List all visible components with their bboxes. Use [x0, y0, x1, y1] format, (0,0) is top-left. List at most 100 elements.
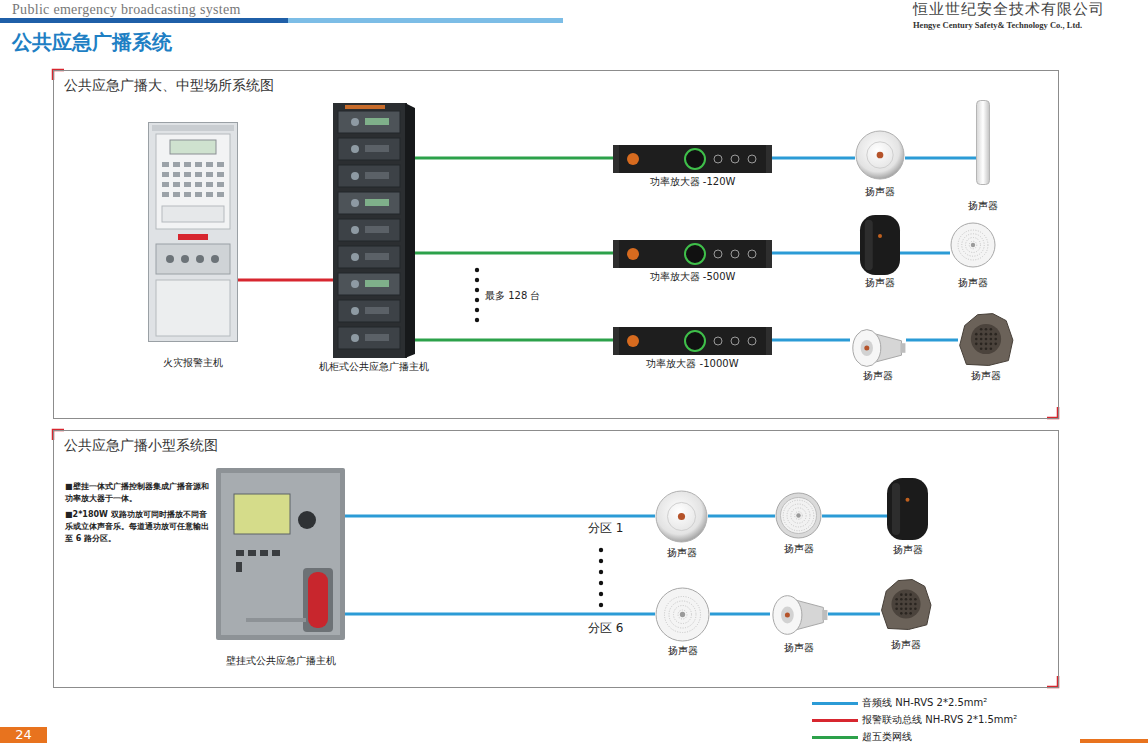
speaker-illustration: [887, 478, 928, 540]
illustration-part: [351, 307, 359, 315]
illustration-part: [162, 206, 224, 222]
dot: [599, 581, 603, 585]
illustration-part: [685, 149, 705, 169]
illustration-part: [405, 103, 415, 358]
illustration-part: [900, 603, 903, 606]
illustration-part: [234, 494, 290, 534]
wall-broadcast-host-illustration: [216, 468, 345, 640]
illustration-part: [909, 607, 912, 610]
illustration-part: [308, 572, 328, 628]
illustration-part: [914, 607, 917, 610]
illustration-part: [985, 328, 988, 331]
device-caption: 扬声器: [865, 277, 895, 289]
illustration-part: [195, 162, 202, 167]
illustration-part: [877, 152, 884, 159]
illustration-part: [656, 491, 707, 542]
illustration-part: [985, 347, 988, 350]
signal-cable: [772, 157, 855, 160]
illustration-part: [351, 280, 359, 288]
illustration-part: [260, 550, 268, 556]
legend-text: 报警联动总线 NH-RVS 2*1.5mm²: [862, 713, 1017, 727]
panel-heading: 公共应急广播小型系统图: [64, 437, 218, 455]
illustration-part: [865, 220, 873, 270]
illustration-part: [796, 513, 801, 518]
illustration-part: [365, 307, 389, 314]
illustration-part: [895, 603, 898, 606]
illustration-part: [351, 172, 359, 180]
illustration-part: [990, 333, 993, 336]
illustration-part: [272, 550, 280, 556]
illustration-part: [338, 327, 400, 349]
dot: [599, 603, 603, 607]
illustration-part: [905, 593, 908, 596]
dot: [475, 308, 479, 312]
illustration-part: [338, 273, 400, 295]
power-amplifier: 功率放大器 -1000W: [613, 327, 772, 355]
zone-label: 分区 6: [586, 621, 625, 635]
illustration-part: [173, 162, 180, 167]
feature-note: ■2*180W 双路功放可同时播放不同音乐或立体声音乐。每道通功放可任意输出至 …: [65, 509, 210, 545]
illustration-part: [766, 240, 772, 268]
dot: [475, 318, 479, 322]
count-note: 最多 128 台: [485, 289, 540, 303]
dot: [475, 278, 479, 282]
illustration-part: [791, 508, 806, 523]
illustration-part: [195, 192, 202, 197]
illustration-part: [958, 230, 988, 260]
device-caption: 扬声器: [971, 370, 1001, 382]
illustration-part: [781, 607, 794, 624]
illustration-part: [980, 347, 983, 350]
device-caption: 壁挂式公共应急广播主机: [226, 655, 336, 667]
illustration-part: [178, 234, 208, 240]
illustration-part: [994, 338, 997, 341]
speaker-illustration: [880, 578, 932, 630]
illustration-part: [248, 550, 256, 556]
illustration-part: [994, 343, 997, 346]
illustration-part: [960, 314, 1013, 366]
illustration-part: [184, 192, 191, 197]
illustration-part: [990, 343, 993, 346]
ellipsis-dots: [475, 268, 603, 607]
power-amplifier-illustration: [613, 240, 772, 268]
illustration-part: [236, 562, 242, 572]
illustration-part: [891, 589, 920, 618]
illustration-part: [173, 182, 180, 187]
illustration-part: [680, 612, 685, 617]
illustration-part: [365, 334, 389, 341]
illustration-part: [909, 598, 912, 601]
illustration-part: [900, 612, 903, 615]
device-caption: 功率放大器 -1000W: [646, 358, 738, 370]
illustration-part: [149, 123, 238, 342]
illustration-part: [184, 172, 191, 177]
legend-text: 音频线 NH-RVS 2*2.5mm²: [862, 696, 987, 710]
illustration-part: [166, 255, 174, 263]
illustration-part: [236, 550, 244, 556]
cabinet-broadcast-host: 机柜式公共应急广播主机: [333, 103, 415, 358]
device-caption: 扬声器: [865, 186, 895, 198]
speaker: 扬声器: [860, 215, 900, 275]
illustration-part: [971, 324, 1001, 354]
illustration-part: [990, 338, 993, 341]
illustration-part: [966, 238, 981, 253]
illustration-part: [211, 255, 219, 263]
power-amplifier-illustration: [613, 145, 772, 173]
illustration-part: [860, 215, 900, 275]
illustration-part: [878, 234, 882, 238]
system-panel: 公共应急广播大、中型场所系统图火灾报警主机机柜式公共应急广播主机功率放大器 -1…: [53, 70, 1059, 419]
illustration-part: [905, 598, 908, 601]
illustration-part: [669, 601, 696, 628]
illustration-part: [975, 333, 978, 336]
device-caption: 扬声器: [968, 200, 998, 212]
feature-note: ■壁挂一体式广播控制器集成广播音源和功率放大器于一体。: [65, 481, 210, 505]
illustration-part: [217, 182, 224, 187]
header-bar: [288, 18, 563, 23]
illustration-part: [748, 250, 756, 258]
illustration-part: [783, 500, 814, 531]
illustration-part: [206, 192, 213, 197]
device-caption: 功率放大器 -120W: [650, 176, 736, 188]
device-caption: 扬声器: [784, 642, 814, 654]
dot: [475, 268, 479, 272]
illustration-part: [351, 226, 359, 234]
illustration-part: [613, 145, 619, 173]
device-caption: 扬声器: [893, 544, 923, 556]
